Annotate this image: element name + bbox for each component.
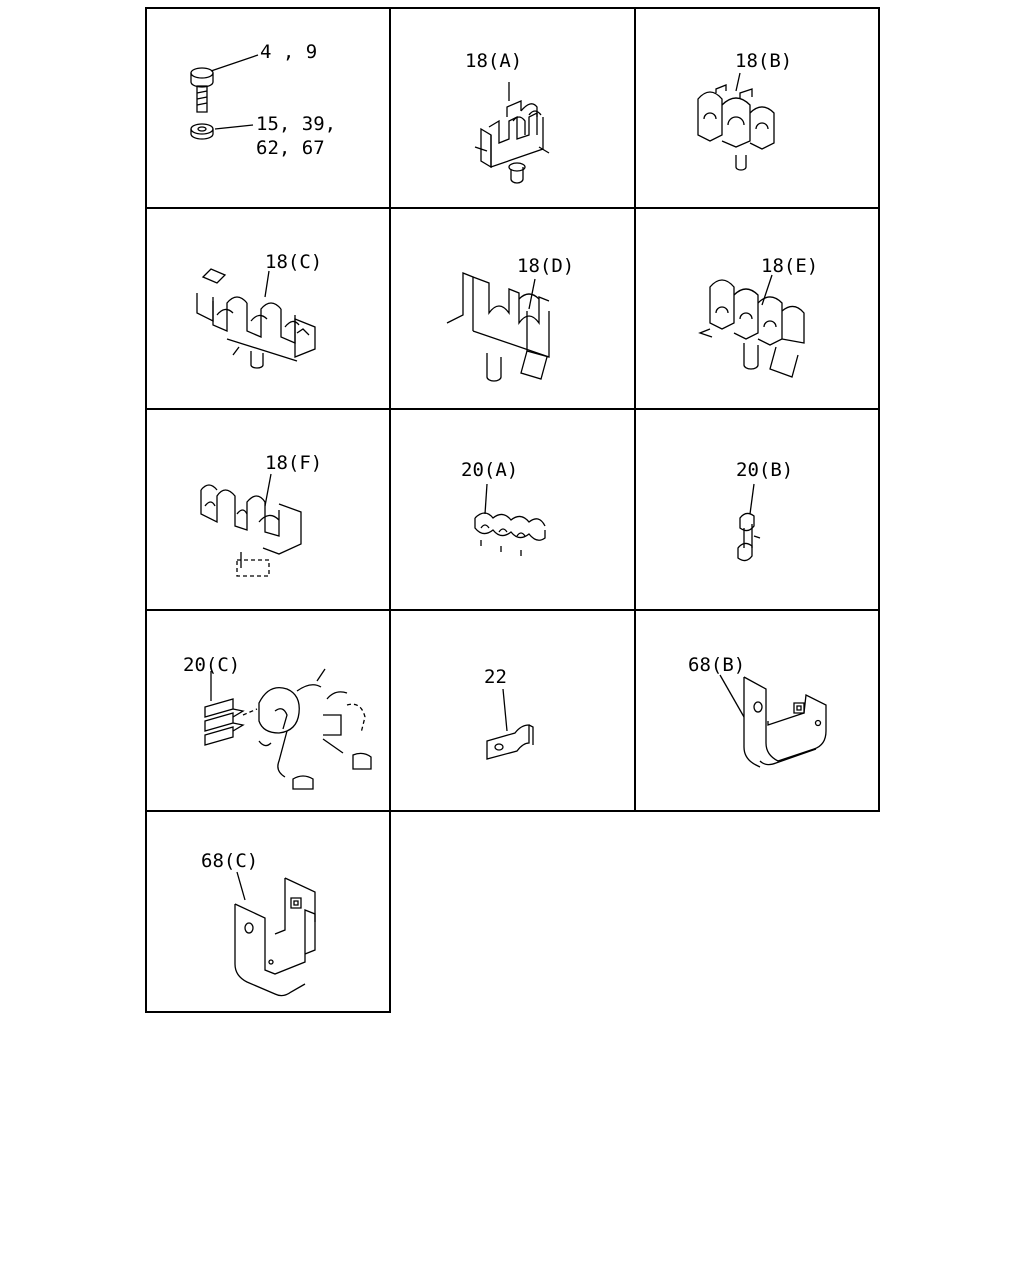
callout-68b: 68(B)	[688, 654, 746, 676]
callout-20b: 20(B)	[736, 459, 794, 481]
callout-18a: 18(A)	[465, 50, 523, 72]
callout-68c: 68(C)	[201, 850, 259, 872]
cell-68b: 68(B)	[634, 609, 880, 812]
callout-18f: 18(F)	[265, 452, 323, 474]
clip-18c-drawing	[147, 209, 393, 412]
clip-20a-drawing	[391, 410, 638, 613]
cell-18b: 18(B)	[634, 7, 880, 209]
cell-18f: 18(F)	[145, 408, 391, 611]
clip-18a-drawing	[391, 9, 638, 211]
callout-62-67: 62, 67	[256, 137, 325, 159]
cell-fasteners: 4 , 9 15, 39, 62, 67	[145, 7, 391, 209]
clip-20b-drawing	[636, 410, 882, 613]
clip-20c-drawing	[147, 611, 393, 814]
cell-18d: 18(D)	[389, 207, 636, 410]
callout-22: 22	[484, 666, 507, 688]
cell-20c: 20(C)	[145, 609, 391, 812]
bracket-68b-drawing	[636, 611, 882, 814]
cell-18c: 18(C)	[145, 207, 391, 410]
bracket-68c-drawing	[147, 812, 393, 1015]
clip-18e-drawing	[636, 209, 882, 412]
callout-15-39: 15, 39,	[256, 113, 337, 135]
callout-18e: 18(E)	[761, 255, 819, 277]
cell-18a: 18(A)	[389, 7, 636, 209]
cell-68c: 68(C)	[145, 810, 391, 1013]
cell-22: 22	[389, 609, 636, 812]
clip-18d-drawing	[391, 209, 638, 412]
callout-4-9: 4 , 9	[260, 41, 318, 63]
clip-18b-drawing	[636, 9, 882, 211]
cell-18e: 18(E)	[634, 207, 880, 410]
bolt-washer-drawing	[147, 9, 393, 211]
callout-20c: 20(C)	[183, 654, 241, 676]
cell-20b: 20(B)	[634, 408, 880, 611]
callout-18b: 18(B)	[735, 50, 793, 72]
clip-22-drawing	[391, 611, 638, 814]
cell-20a: 20(A)	[389, 408, 636, 611]
clip-18f-drawing	[147, 410, 393, 613]
callout-20a: 20(A)	[461, 459, 519, 481]
callout-18d: 18(D)	[517, 255, 575, 277]
callout-18c: 18(C)	[265, 251, 323, 273]
